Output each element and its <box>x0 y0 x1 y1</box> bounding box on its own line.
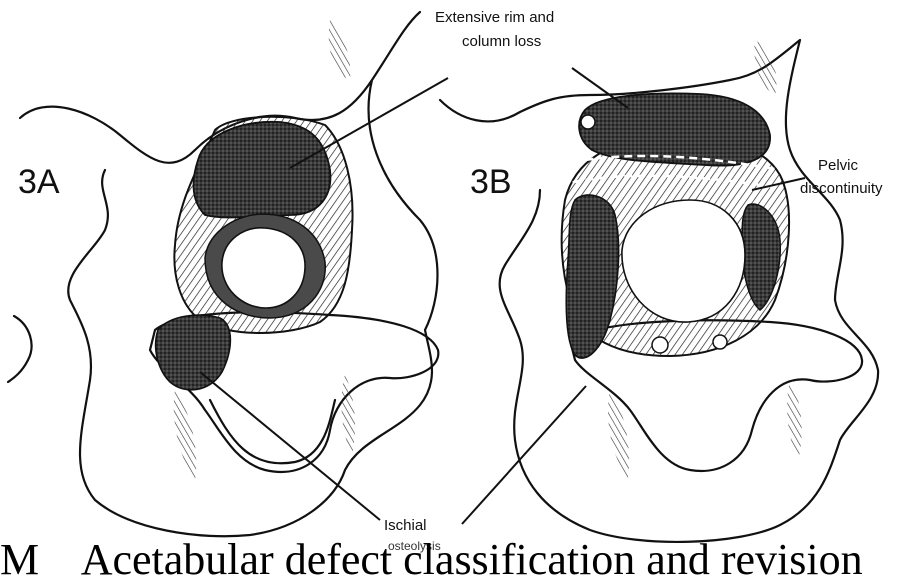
panel-a-lower-hatch-2 <box>341 375 355 455</box>
figure-caption: M Acetabular defect classification and r… <box>0 535 863 576</box>
panel-b-lower-hatch-2 <box>787 380 802 460</box>
panel-a-drawing <box>8 12 438 536</box>
leader-ischial-b <box>462 386 586 524</box>
panel-b-knob-bottom <box>652 337 668 353</box>
panel-b-rim-defect <box>579 93 770 165</box>
rim-loss-annotation-line2: column loss <box>462 33 541 50</box>
panel-a-side-hatch <box>329 20 351 80</box>
panel-b-drawing <box>440 40 878 542</box>
panel-b-label: 3B <box>470 163 512 201</box>
panel-a-label: 3A <box>18 163 60 201</box>
pelvic-annotation-line1: Pelvic <box>818 157 859 174</box>
panel-b-knob-bottom-2 <box>713 335 727 349</box>
panel-a-lower-hatch <box>174 390 197 480</box>
pelvic-annotation-line2: discontinuity <box>800 180 883 197</box>
panel-a-ischial-osteolysis <box>156 315 231 390</box>
ischial-annotation-line1: Ischial <box>384 517 427 534</box>
panel-b-lower-hatch <box>608 390 629 478</box>
panel-b-knob-top <box>581 115 595 129</box>
rim-loss-annotation-line1: Extensive rim and <box>435 9 554 26</box>
panel-b-side-hatch <box>754 40 776 95</box>
panel-a-left-notch <box>8 316 32 382</box>
